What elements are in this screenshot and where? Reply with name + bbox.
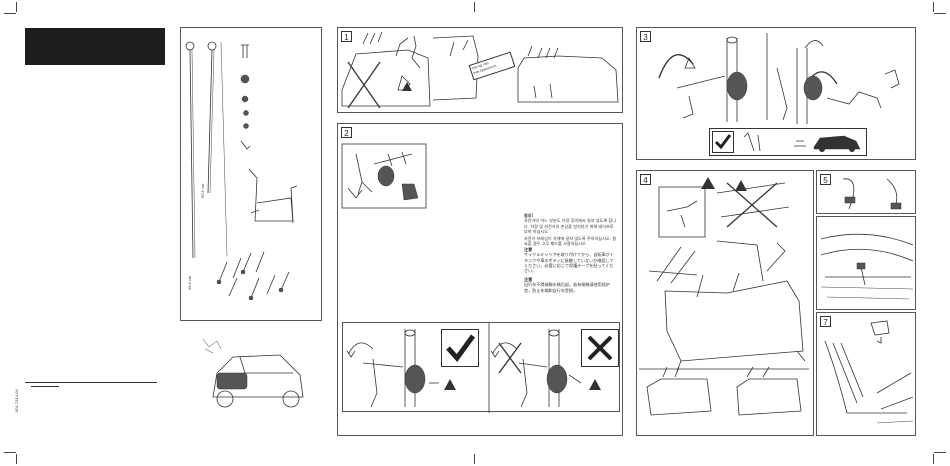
note-chinese: 注意 自行车不得接触车辆后部。若有接触请使用保护垫，防止车辆和自行车受损。 xyxy=(524,272,616,293)
step-number: 2 xyxy=(341,127,352,138)
step-7-illustration xyxy=(824,320,914,424)
parts-illustration xyxy=(185,41,298,301)
note-japanese: 注意 サイクルキャリアを取り付けてから、自転車がトランクや車のボディに接触してい… xyxy=(524,242,616,273)
note-body: 자전거의 어느 부분도 차량 후미에서 닿지 않도록 합니다. 차량 및 자전거… xyxy=(524,218,616,234)
cross-box xyxy=(581,329,619,367)
step-5-panel: 5 xyxy=(816,170,916,214)
step-2-comparison-illustration xyxy=(346,323,582,413)
step-4-panel: 4 xyxy=(636,170,814,436)
crop-mark xyxy=(933,454,934,464)
crop-mark xyxy=(4,452,16,453)
step-5-illustration xyxy=(842,178,902,210)
car-drive-illustration xyxy=(743,132,861,152)
parts-panel: 50.5 cm 56.5 cm xyxy=(180,27,322,321)
part-length-label: 56.5 cm xyxy=(187,275,192,290)
crop-mark xyxy=(934,452,946,453)
note-korean-2: 자전거 프레임이 차체에 닿지 않도록 주의하십시오. 필요할 경우 고무 패드… xyxy=(524,231,616,247)
note-title: 注意 xyxy=(524,247,533,253)
warning-icon xyxy=(402,82,412,91)
crop-mark xyxy=(16,2,17,12)
step-2-detail-illustration xyxy=(341,143,427,209)
cover-title-block xyxy=(25,28,165,65)
note-body: 自行车不得接触车辆后部。若有接触请使用保护垫，防止车辆和自行车受损。 xyxy=(524,282,610,293)
part-length-label: 50.5 cm xyxy=(200,183,205,198)
crop-mark xyxy=(4,13,16,14)
warning-icon xyxy=(701,177,715,189)
warning-icon xyxy=(444,379,456,390)
cover-part-number: 501-7314-04 xyxy=(14,389,19,412)
step-3-illustration xyxy=(658,33,900,124)
step-2-comparison xyxy=(342,322,620,413)
check-icon xyxy=(714,134,732,150)
step-2-panel: 2 참조! 자전거의 어느 부분도 차량 후미에서 닿지 않도록 합니다. 차량… xyxy=(337,123,623,436)
step-6-panel xyxy=(816,216,916,310)
step-number: 1 xyxy=(341,31,352,42)
step-3-panel: 3 xyxy=(636,27,916,160)
step-number: 4 xyxy=(640,174,651,185)
step-1-panel: 1 max kg / lbs max speed km/h xyxy=(337,27,623,113)
crop-mark xyxy=(474,2,475,12)
step-number: 5 xyxy=(820,174,831,185)
note-title: 注意 xyxy=(524,277,533,283)
check-box xyxy=(441,329,479,367)
check-icon xyxy=(446,334,476,362)
crop-mark xyxy=(16,454,17,464)
note-body: 자전거 프레임이 차체에 닿지 않도록 주의하십시오. 필요할 경우 고무 패드… xyxy=(524,236,616,247)
step-7-panel: 7 xyxy=(816,312,916,436)
note-title: 참조! xyxy=(524,213,534,219)
car-cover-illustration xyxy=(202,338,304,408)
cover-rule xyxy=(31,386,59,387)
step-number: 7 xyxy=(820,316,831,327)
cover-rule xyxy=(25,382,157,383)
warning-icon xyxy=(589,379,601,390)
cross-icon xyxy=(587,335,613,361)
confirm-strip xyxy=(709,128,867,156)
check-box xyxy=(712,131,734,153)
step-6-illustration xyxy=(820,233,914,300)
step-4-illustration xyxy=(639,182,809,416)
note-korean: 참조! 자전거의 어느 부분도 차량 후미에서 닿지 않도록 합니다. 차량 및… xyxy=(524,208,616,234)
crop-mark xyxy=(933,2,934,12)
warning-icon xyxy=(735,180,747,191)
crop-mark xyxy=(934,13,946,14)
note-body: サイクルキャリアを取り付けてから、自転車がトランクや車のボディに接触していないか… xyxy=(524,252,614,274)
step-number: 3 xyxy=(640,31,651,42)
crop-mark xyxy=(474,454,475,464)
